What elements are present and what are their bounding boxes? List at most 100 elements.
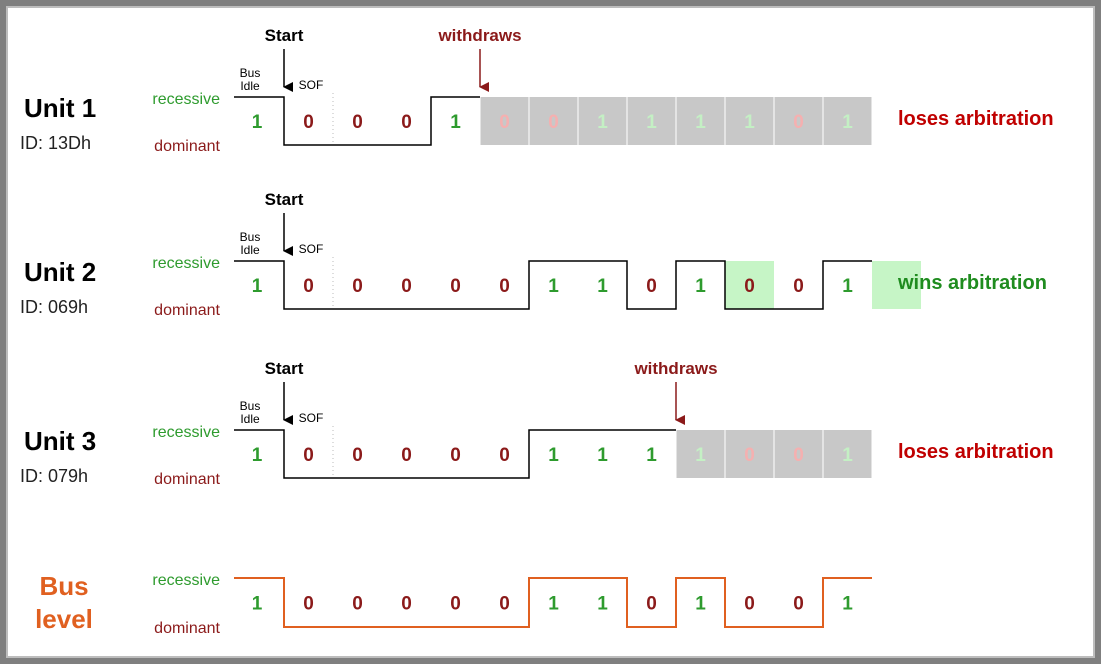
unit-1-recessive-label: recessive bbox=[152, 91, 220, 108]
bus-bit-value: 0 bbox=[401, 594, 412, 615]
unit-2-bit-value: 0 bbox=[646, 276, 657, 297]
unit-1-withdrawn-bit-box bbox=[676, 97, 725, 145]
bus-bit-value: 0 bbox=[646, 594, 657, 615]
unit-3-bit-value: 1 bbox=[646, 445, 657, 466]
unit-3-withdrawn-bit-box bbox=[774, 430, 823, 478]
unit-1-bit-value: 1 bbox=[695, 112, 706, 133]
unit-3-dominant-label: dominant bbox=[154, 471, 220, 488]
unit-1-dominant-label: dominant bbox=[154, 138, 220, 155]
unit-1-bit-value: 0 bbox=[401, 112, 412, 133]
unit-2-result-label: wins arbitration bbox=[897, 272, 1047, 294]
bus-bit-value: 0 bbox=[303, 594, 314, 615]
unit-3-bit-value: 1 bbox=[597, 445, 608, 466]
unit-3-withdraws-label: withdraws bbox=[633, 359, 717, 378]
unit-1-bit-value: 1 bbox=[450, 112, 461, 133]
unit-3-bit-value: 1 bbox=[252, 445, 263, 466]
unit-2-waveform bbox=[234, 260, 872, 310]
unit-2-bit-value: 0 bbox=[499, 276, 510, 297]
unit-2-name: Unit 2 bbox=[24, 257, 96, 287]
unit-3-bit-value: 1 bbox=[695, 445, 706, 466]
bus-level-waveform bbox=[234, 577, 872, 628]
unit-3-sof-label: SOF bbox=[299, 411, 324, 425]
unit-3-bit-value: 0 bbox=[401, 445, 412, 466]
unit-2-bit-value: 1 bbox=[252, 276, 263, 297]
unit-1-bus-idle-label-line2: Idle bbox=[240, 79, 260, 93]
unit-1-bit-value: 0 bbox=[793, 112, 804, 133]
unit-3-bit-value: 1 bbox=[842, 445, 853, 466]
unit-1-withdrawn-bit-box bbox=[627, 97, 676, 145]
unit-3-bit-value: 0 bbox=[303, 445, 314, 466]
unit-3-bit-value: 0 bbox=[450, 445, 461, 466]
unit-3-waveform bbox=[234, 429, 676, 479]
unit-3-id: ID: 079h bbox=[20, 466, 88, 486]
unit-3-start-label: Start bbox=[265, 359, 304, 378]
unit-1-withdrawn-bit-box bbox=[774, 97, 823, 145]
unit-3-result-label: loses arbitration bbox=[898, 441, 1054, 463]
bus-level-title-line2: level bbox=[35, 604, 93, 634]
unit-3-name: Unit 3 bbox=[24, 426, 96, 456]
unit-2-bit-value: 1 bbox=[842, 276, 853, 297]
bus-bit-value: 0 bbox=[793, 594, 804, 615]
unit-3-bit-value: 1 bbox=[548, 445, 559, 466]
unit-1-withdrawn-bit-box bbox=[725, 97, 774, 145]
unit-3-bit-value: 0 bbox=[744, 445, 755, 466]
bus-bit-value: 0 bbox=[744, 594, 755, 615]
unit-1-bit-value: 1 bbox=[252, 112, 263, 133]
unit-3-bit-value: 0 bbox=[352, 445, 363, 466]
unit-2-bit-value: 1 bbox=[597, 276, 608, 297]
bus-bit-value: 0 bbox=[352, 594, 363, 615]
unit-1-name: Unit 1 bbox=[24, 93, 96, 123]
unit-2-winning-bit-box bbox=[872, 261, 921, 309]
bus-level-title-line1: Bus bbox=[39, 571, 88, 601]
unit-1-waveform bbox=[234, 96, 480, 146]
unit-1-bit-value: 0 bbox=[548, 112, 559, 133]
unit-2-winning-bit-box bbox=[725, 261, 774, 309]
unit-1-withdrawn-bit-box bbox=[578, 97, 627, 145]
unit-1-bit-value: 1 bbox=[646, 112, 657, 133]
unit-3-bus-idle-label-line1: Bus bbox=[240, 399, 261, 413]
unit-2-bit-value: 1 bbox=[548, 276, 559, 297]
unit-1-withdrawn-bit-box bbox=[529, 97, 578, 145]
unit-3-bus-idle-label-line2: Idle bbox=[240, 412, 260, 426]
unit-2-bit-value: 0 bbox=[401, 276, 412, 297]
bus-bit-value: 1 bbox=[695, 594, 706, 615]
unit-1-bit-value: 0 bbox=[303, 112, 314, 133]
unit-1-result-label: loses arbitration bbox=[898, 108, 1054, 130]
unit-1-withdraws-label: withdraws bbox=[437, 26, 521, 45]
unit-1-bit-value: 1 bbox=[744, 112, 755, 133]
unit-1-bit-value: 0 bbox=[352, 112, 363, 133]
bus-bit-value: 0 bbox=[450, 594, 461, 615]
bus-bit-value: 1 bbox=[252, 594, 263, 615]
unit-3-bit-value: 0 bbox=[499, 445, 510, 466]
bus-dominant-label: dominant bbox=[154, 620, 220, 637]
unit-1-id: ID: 13Dh bbox=[20, 133, 91, 153]
unit-2-dominant-label: dominant bbox=[154, 302, 220, 319]
unit-2-recessive-label: recessive bbox=[152, 255, 220, 272]
unit-2-start-label: Start bbox=[265, 190, 304, 209]
bus-bit-value: 1 bbox=[842, 594, 853, 615]
unit-2-bit-value: 0 bbox=[352, 276, 363, 297]
unit-2-bit-value: 0 bbox=[450, 276, 461, 297]
bus-bit-value: 1 bbox=[548, 594, 559, 615]
unit-3-withdrawn-bit-box bbox=[676, 430, 725, 478]
unit-1-withdrawn-bit-box bbox=[823, 97, 872, 145]
unit-2-bit-value: 1 bbox=[695, 276, 706, 297]
bus-bit-value: 0 bbox=[499, 594, 510, 615]
unit-2-bit-value: 0 bbox=[793, 276, 804, 297]
unit-1-bit-value: 1 bbox=[842, 112, 853, 133]
unit-3-bit-value: 0 bbox=[793, 445, 804, 466]
unit-2-id: ID: 069h bbox=[20, 297, 88, 317]
unit-1-sof-label: SOF bbox=[299, 78, 324, 92]
unit-3-withdrawn-bit-box bbox=[823, 430, 872, 478]
unit-1-withdrawn-bit-box bbox=[480, 97, 529, 145]
unit-3-recessive-label: recessive bbox=[152, 424, 220, 441]
unit-1-start-label: Start bbox=[265, 26, 304, 45]
unit-2-bus-idle-label-line1: Bus bbox=[240, 230, 261, 244]
unit-1-bus-idle-label-line1: Bus bbox=[240, 66, 261, 80]
unit-2-bus-idle-label-line2: Idle bbox=[240, 243, 260, 257]
bus-bit-value: 1 bbox=[597, 594, 608, 615]
unit-2-bit-value: 0 bbox=[744, 276, 755, 297]
unit-2-sof-label: SOF bbox=[299, 242, 324, 256]
bus-recessive-label: recessive bbox=[152, 572, 220, 589]
